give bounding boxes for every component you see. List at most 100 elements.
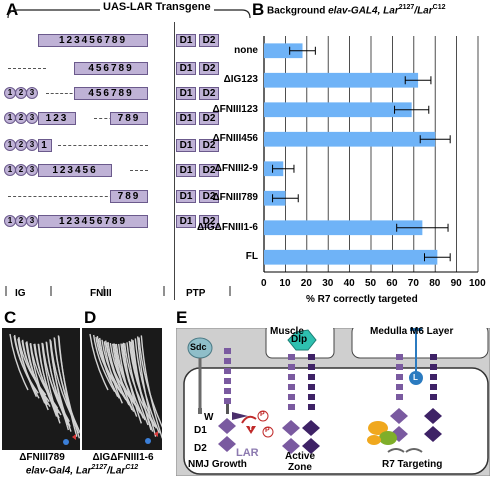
chart-title-sup1: 2127 — [398, 4, 415, 11]
ig-domain-circle: 3 — [26, 215, 38, 227]
fniii-domain-block: 456789 — [74, 87, 148, 100]
bar — [264, 102, 412, 118]
axon-fiber — [126, 342, 149, 426]
d2-label: D2 — [194, 443, 207, 454]
axon-fiber — [13, 335, 39, 394]
error-bar — [272, 164, 295, 173]
ptp-label: PTP — [186, 288, 206, 299]
p-label-2: P — [265, 427, 270, 434]
d2-domain-block: D2 — [199, 112, 219, 125]
ig-domain-circle: 3 — [26, 87, 38, 99]
caption-genotype-main: elav-Gal4, Lar — [25, 465, 92, 477]
red-arrowhead-icon — [72, 434, 76, 440]
deletion-dashed-line — [46, 93, 82, 94]
fniii-domain-block: 123456789 — [38, 34, 148, 47]
axon-fiber — [9, 333, 29, 391]
x-tick-label: 40 — [343, 278, 355, 289]
axon-fiber — [29, 343, 49, 411]
bar — [264, 43, 303, 59]
fniii-domain-block: 1 — [38, 139, 52, 152]
axon-fiber — [111, 343, 135, 412]
category-label: ΔIGΔFNIII1-6 — [196, 221, 258, 233]
bar — [264, 72, 419, 88]
axon-fiber — [103, 341, 123, 404]
ig-domain-circle: 3 — [26, 164, 38, 176]
fniii-domain-block: 789 — [110, 112, 148, 125]
axon-fiber — [140, 335, 162, 439]
medulla-label: Medulla M6 Layer — [370, 326, 454, 337]
panel-label-c: C — [4, 308, 17, 327]
d1-domain-block: D1 — [176, 139, 196, 152]
fniii-domain-block: 123456 — [38, 164, 112, 177]
ig-label: IG — [15, 288, 26, 299]
panel-label-d: D — [84, 308, 97, 327]
x-tick-label: 50 — [365, 278, 377, 289]
axon-fiber — [45, 341, 71, 427]
transgene-title: UAS-LAR Transgene — [100, 1, 214, 13]
error-bar — [396, 223, 449, 232]
category-label: ΔFNIII789 — [212, 192, 258, 204]
axon-fiber — [105, 342, 132, 408]
fniii-domain-block: 123 — [38, 112, 76, 125]
dlp-label: Dlp — [291, 334, 308, 345]
fniii-domain-block: 123456789 — [38, 215, 148, 228]
active-zone-line2: Zone — [288, 462, 312, 473]
d1-domain-block: D1 — [176, 215, 196, 228]
caption-genotype-sup1: 2127 — [91, 464, 107, 471]
micrograph-d — [82, 328, 162, 450]
axon-fiber — [25, 342, 51, 408]
panel-label-e: E — [176, 308, 188, 327]
d2-domain-block: D2 — [199, 62, 219, 75]
x-tick-label: 70 — [407, 278, 419, 289]
axon-fiber — [41, 342, 61, 424]
error-bar — [272, 194, 299, 203]
caption-d-construct: ΔIGΔFNIII1-6 — [92, 452, 154, 463]
active-zone-line1: Active — [284, 451, 315, 462]
blue-dot-icon — [63, 439, 69, 445]
deletion-dashed-line — [8, 196, 118, 197]
d2-domain-block: D2 — [199, 34, 219, 47]
lar-label: LAR — [236, 447, 259, 459]
ig-domain-circle: 1 — [4, 87, 16, 99]
d1-domain-block: D1 — [176, 112, 196, 125]
x-tick-label: 0 — [261, 278, 267, 289]
r7-targeting-label: R7 Targeting — [382, 459, 443, 470]
axon-fiber — [97, 338, 120, 399]
chart-title-mid: /Lar — [414, 5, 433, 17]
micrograph-c — [2, 328, 80, 450]
axon-fiber — [130, 339, 154, 432]
error-bar — [404, 76, 432, 85]
chart-title-sup2: C12 — [432, 4, 446, 11]
bar — [264, 220, 423, 236]
x-tick-label: 100 — [469, 278, 486, 289]
blue-dot-icon — [145, 438, 151, 444]
error-bar — [394, 105, 430, 114]
bar-chart-svg — [263, 36, 479, 273]
d1-domain-block: D1 — [176, 87, 196, 100]
error-bar — [419, 135, 451, 144]
x-tick-label: 30 — [322, 278, 334, 289]
ig-domain-circle: 1 — [4, 164, 16, 176]
active-zone-label: Active Zone — [280, 451, 320, 473]
axon-fiber — [92, 334, 116, 393]
x-tick-label: 90 — [450, 278, 462, 289]
p-label-1: P — [260, 411, 265, 418]
chart-title: Background elav-GAL4, Lar2127/LarC12 — [267, 4, 445, 16]
x-tick-label: 10 — [279, 278, 291, 289]
w-label: W — [204, 412, 214, 423]
micrograph-c-image — [9, 333, 80, 445]
domain-brackets — [5, 286, 231, 296]
axon-fiber — [122, 342, 142, 424]
axon-fiber — [21, 340, 50, 403]
d2-domain-block: D2 — [199, 139, 219, 152]
deletion-dashed-line — [8, 68, 46, 69]
axon-fiber — [17, 338, 40, 399]
micrograph-d-image — [89, 333, 162, 444]
d1-domain-block: D1 — [176, 190, 196, 203]
d1-domain-block: D1 — [176, 62, 196, 75]
caption-genotype-mid: /Lar — [106, 465, 126, 477]
muscle-label: Muscle — [270, 326, 304, 337]
lar-model-diagram — [176, 328, 490, 476]
caption-genotype: elav-Gal4, Lar2127/LarC12 — [2, 464, 162, 476]
